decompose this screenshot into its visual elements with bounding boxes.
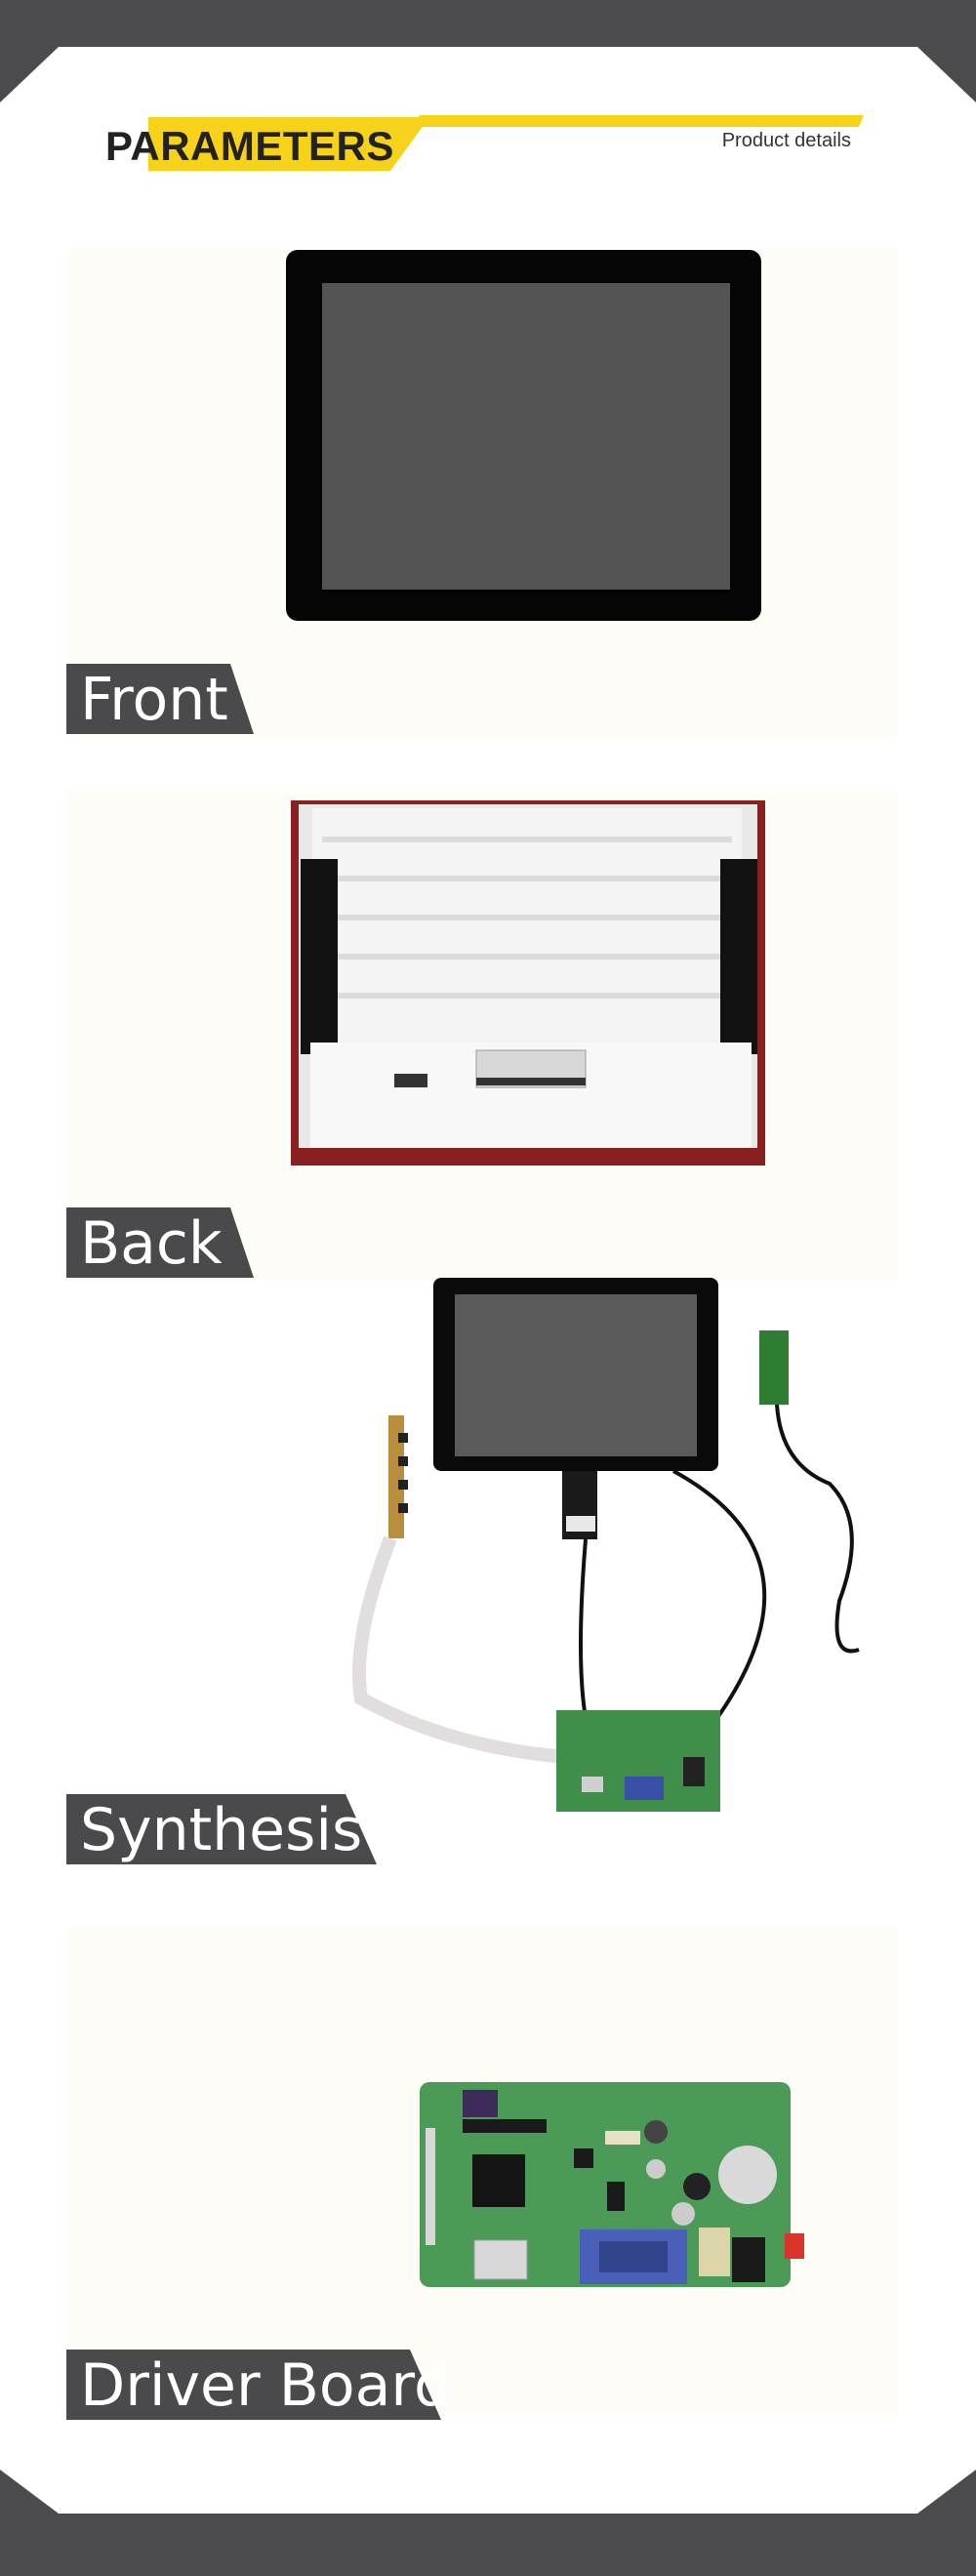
synthesis-label: Synthesis (66, 1794, 379, 1866)
driver-board-image (420, 2082, 804, 2287)
page-title: PARAMETERS (105, 123, 394, 169)
front-monitor-image (286, 250, 761, 621)
back-label: Back (66, 1207, 262, 1280)
back-panel-image (291, 800, 765, 1165)
header: PARAMETERS Product details (0, 0, 976, 195)
front-label: Front (66, 664, 262, 736)
title-accent-shape (148, 115, 864, 171)
section-title: PARAMETERS (98, 115, 449, 174)
back-label-text: Back (80, 1209, 223, 1278)
synthesis-kit-image (352, 1278, 860, 1812)
driver-board-label: Driver Board (66, 2350, 457, 2422)
driver-board-label-text: Driver Board (80, 2351, 452, 2420)
synthesis-label-text: Synthesis (80, 1796, 363, 1864)
front-label-text: Front (80, 666, 228, 734)
page-subtitle: Product details (721, 130, 851, 151)
